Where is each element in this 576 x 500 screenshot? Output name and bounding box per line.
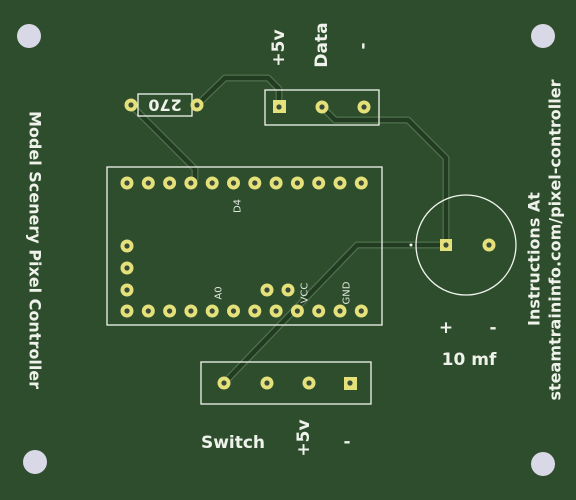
mcu-module: D4 A0 VCC GND bbox=[106, 166, 383, 326]
bottom-header-drill-4 bbox=[347, 380, 353, 386]
capacitor-drill-2 bbox=[486, 242, 492, 248]
bottom-header: Switch +5v - bbox=[200, 361, 372, 457]
mount-hole-top-right bbox=[531, 24, 555, 48]
mcu-top-pin-6-drill bbox=[230, 180, 237, 186]
mcu-extra-pin-1-drill bbox=[264, 287, 270, 293]
capacitor-drill-1 bbox=[443, 242, 449, 248]
top-header-label-5v: +5v bbox=[269, 29, 289, 66]
mcu-top-pin-8-drill bbox=[273, 180, 279, 186]
mcu-bottom-pin-3-drill bbox=[167, 308, 173, 314]
resistor-drill-1 bbox=[128, 102, 134, 108]
mcu-bottom-pin-9-drill bbox=[294, 308, 300, 314]
resistor: 270 bbox=[124, 93, 204, 117]
mcu-label-a0: A0 bbox=[214, 286, 225, 299]
mcu-bottom-pin-8-drill bbox=[273, 308, 279, 314]
mcu-outline bbox=[106, 166, 383, 326]
top-header-label-data: Data bbox=[312, 22, 332, 67]
mcu-bottom-pin-2-drill bbox=[145, 308, 151, 314]
mcu-bottom-pin-7-drill bbox=[252, 308, 258, 314]
resistor-value: 270 bbox=[148, 96, 181, 115]
capacitor: + - 10 mf bbox=[409, 194, 517, 370]
mcu-label-vcc: VCC bbox=[300, 283, 311, 304]
top-header-outline bbox=[264, 89, 380, 126]
mcu-left-pin-3-drill bbox=[124, 287, 130, 293]
mcu-top-pin-4-drill bbox=[188, 180, 194, 186]
mcu-top-pin-9-drill bbox=[294, 180, 300, 186]
mcu-top-pin-3-drill bbox=[167, 180, 173, 186]
bottom-header-outline bbox=[200, 361, 372, 405]
mcu-top-pin-2-drill bbox=[145, 180, 151, 186]
board-title: Model Scenery Pixel Controller bbox=[26, 111, 45, 389]
mcu-extra-pin-2-drill bbox=[285, 287, 291, 293]
bottom-header-drill-3 bbox=[306, 380, 312, 386]
capacitor-plus-label: + bbox=[439, 318, 453, 338]
mcu-bottom-pin-4-drill bbox=[188, 308, 194, 314]
mcu-left-pin-2-drill bbox=[124, 265, 130, 271]
top-header-drill-2 bbox=[319, 104, 325, 110]
mount-hole-bottom-left bbox=[23, 450, 47, 474]
mcu-bottom-pin-5-drill bbox=[209, 308, 215, 314]
top-header-drill-1 bbox=[276, 104, 282, 110]
bottom-header-drill-2 bbox=[264, 380, 270, 386]
mcu-pins bbox=[120, 176, 368, 318]
capacitor-polarity-dot bbox=[409, 243, 413, 247]
mcu-top-pin-10-drill bbox=[316, 180, 322, 186]
bottom-header-label-minus: - bbox=[343, 432, 350, 452]
mount-hole-top-left bbox=[17, 24, 41, 48]
instructions-line-1: Instructions At bbox=[525, 192, 544, 326]
mcu-bottom-pin-12-drill bbox=[358, 308, 364, 314]
top-header: +5v Data - bbox=[264, 22, 380, 126]
mcu-top-pin-12-drill bbox=[358, 180, 364, 186]
bottom-header-drill-1 bbox=[221, 380, 227, 386]
mcu-left-pin-1-drill bbox=[124, 243, 130, 249]
mcu-top-pin-7-drill bbox=[252, 180, 258, 186]
mcu-label-d4: D4 bbox=[233, 199, 244, 213]
mcu-label-gnd: GND bbox=[342, 281, 353, 304]
bottom-header-label-switch: Switch bbox=[201, 433, 265, 453]
mcu-bottom-pin-11-drill bbox=[337, 308, 343, 314]
top-header-drill-3 bbox=[361, 104, 367, 110]
mcu-bottom-pin-10-drill bbox=[316, 308, 322, 314]
top-header-label-minus: - bbox=[353, 42, 373, 49]
bottom-header-label-5v: +5v bbox=[294, 419, 314, 456]
capacitor-minus-label: - bbox=[489, 318, 496, 338]
instructions-line-2: steamtraininfo.com/pixel-controller bbox=[546, 79, 565, 400]
mcu-top-pin-11-drill bbox=[337, 180, 343, 186]
mcu-bottom-pin-6-drill bbox=[230, 308, 237, 314]
mcu-top-pin-5-drill bbox=[209, 180, 215, 186]
resistor-drill-2 bbox=[194, 102, 200, 108]
capacitor-outline bbox=[415, 194, 517, 296]
mcu-top-pin-1-drill bbox=[124, 180, 130, 186]
capacitor-value: 10 mf bbox=[442, 350, 497, 370]
mcu-bottom-pin-1-drill bbox=[124, 308, 130, 314]
mount-hole-bottom-right bbox=[531, 452, 555, 476]
